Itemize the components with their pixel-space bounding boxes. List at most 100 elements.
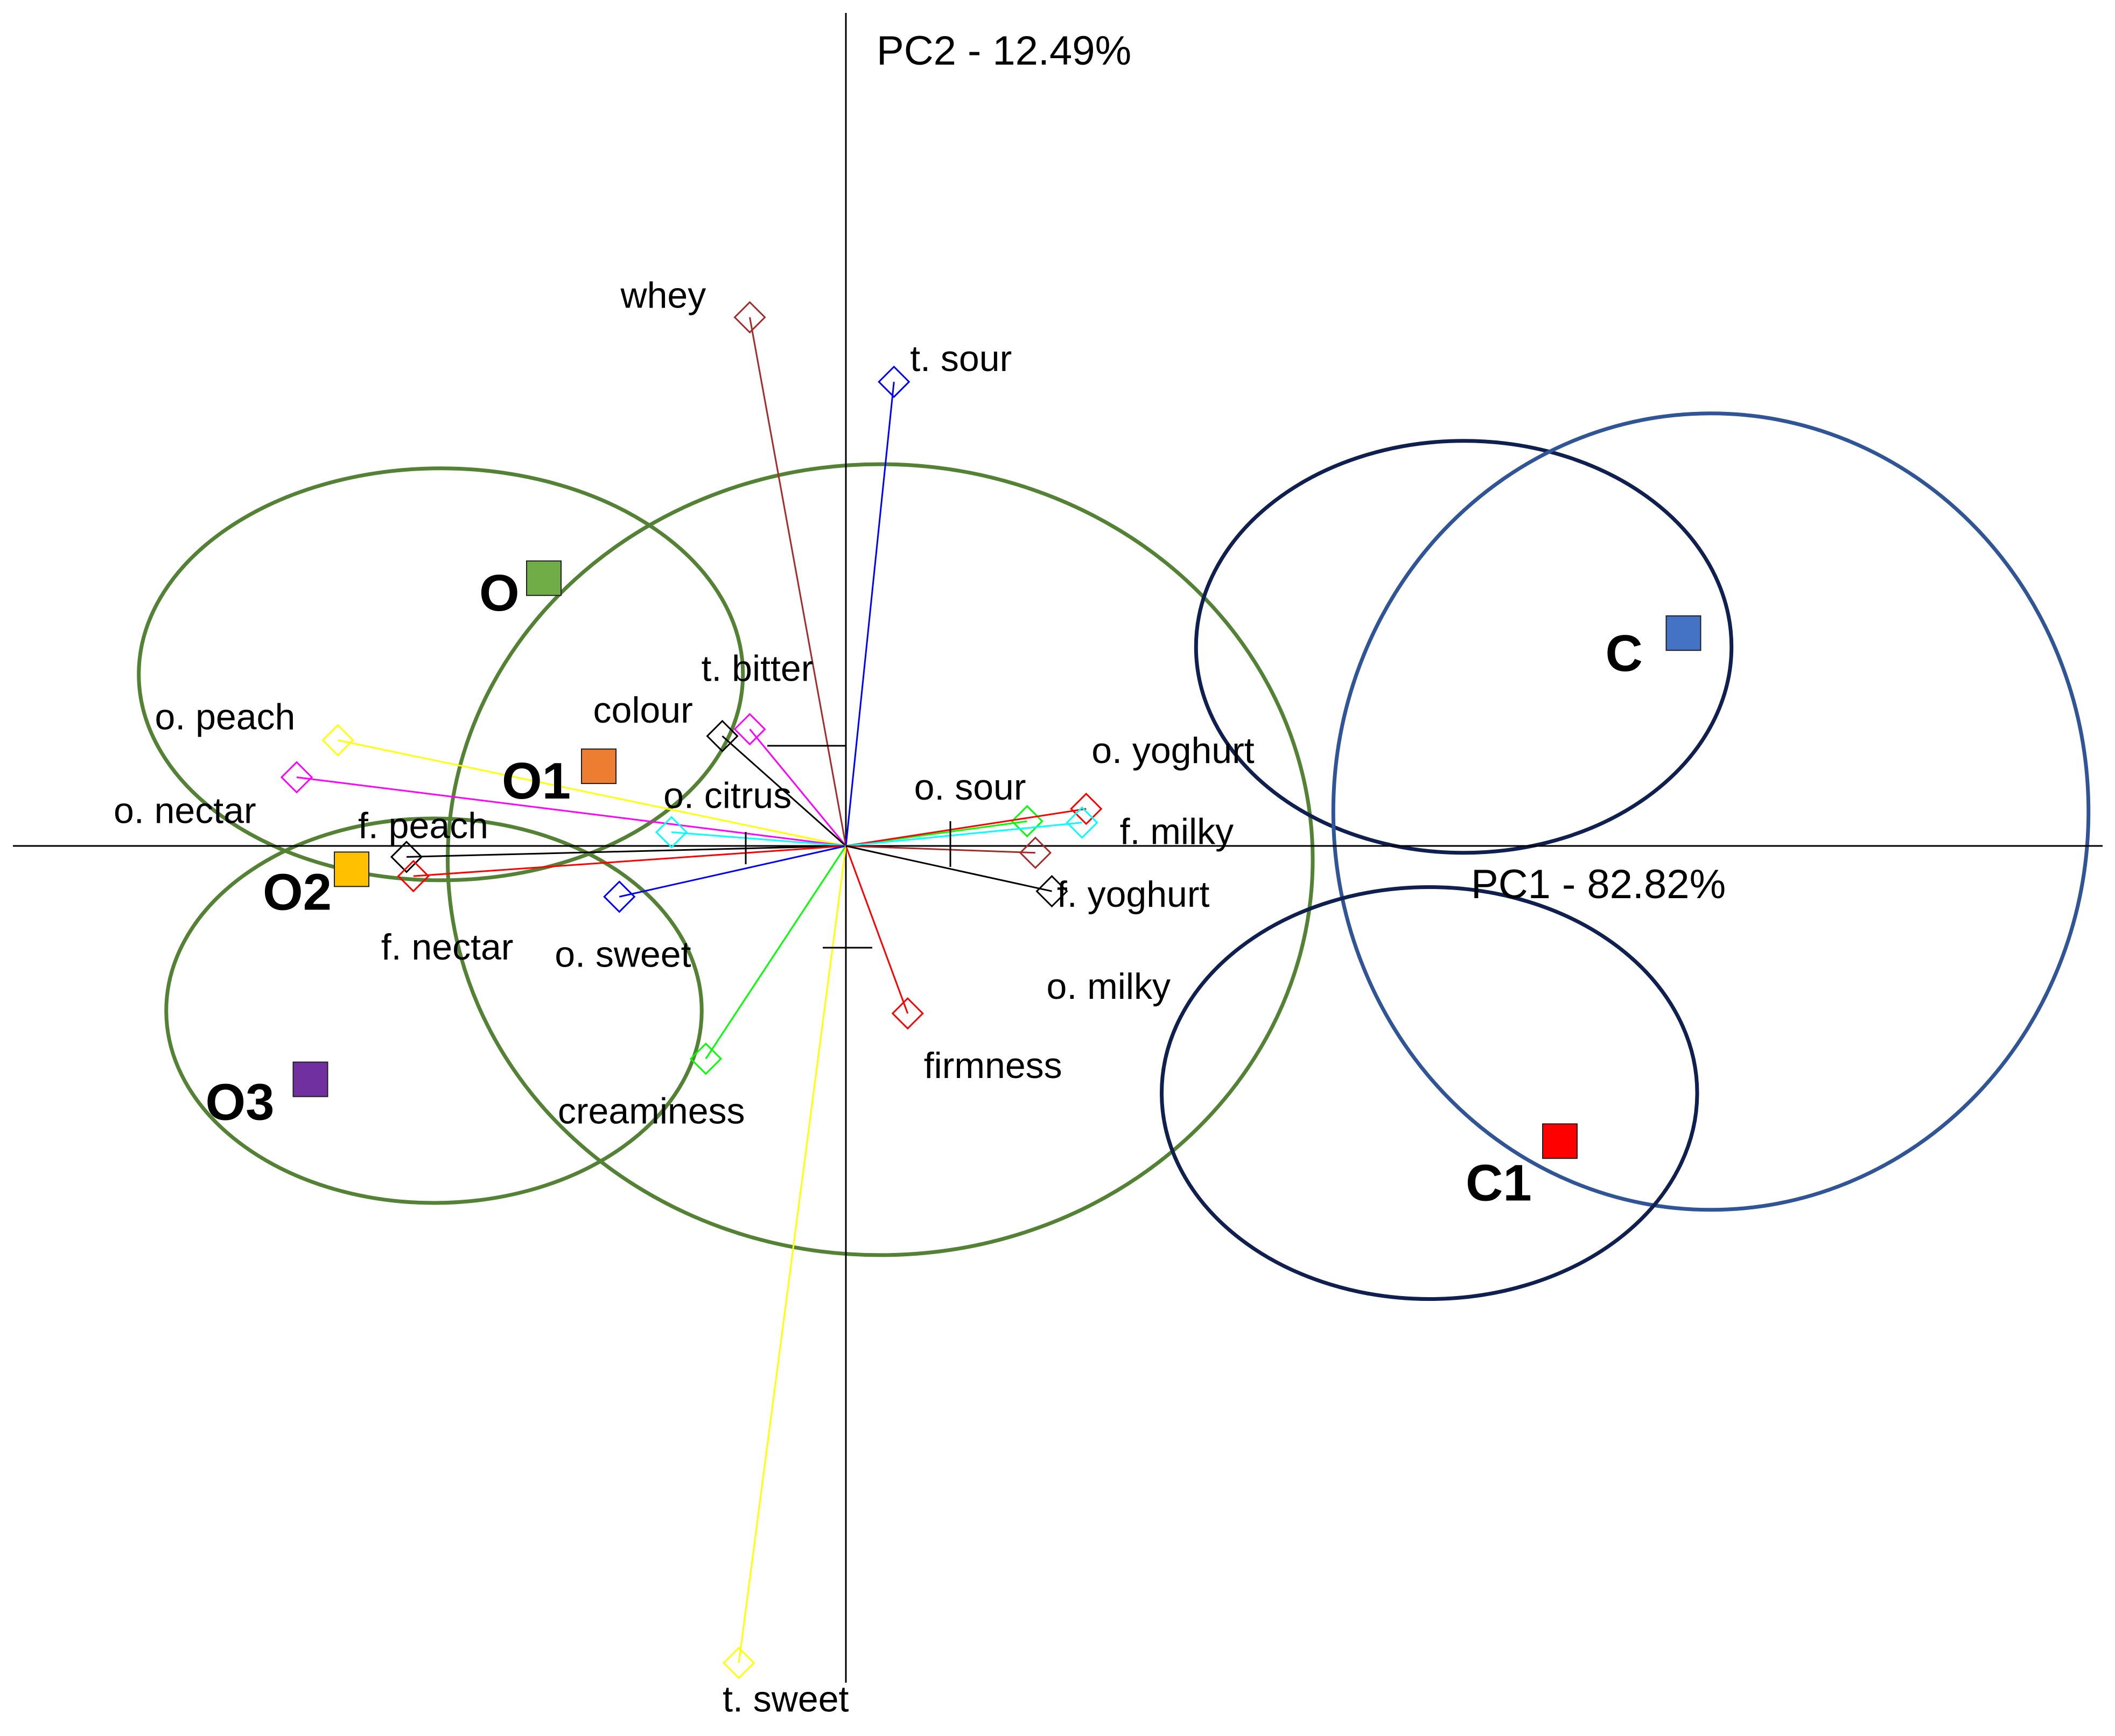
x-axis-title: PC1 - 82.82% — [1471, 862, 1726, 907]
vector-line — [749, 729, 847, 846]
y-axis-title: PC2 - 12.49% — [877, 28, 1131, 74]
sample-marker — [526, 560, 562, 596]
sample-c1: C1 — [1466, 1123, 1578, 1212]
sample-label: O — [479, 564, 520, 622]
variable-vector-firmness: firmness — [845, 845, 1062, 1086]
vector-line — [845, 822, 1082, 847]
variable-vector-whey: whey — [620, 275, 847, 846]
variable-label: f. yoghurt — [1057, 874, 1210, 915]
variable-vector-o-sour: o. sour — [845, 767, 1044, 847]
variable-vector-o-yoghurt: o. yoghurt — [845, 730, 1255, 847]
vector-marker — [706, 719, 739, 753]
confidence-ellipse — [1194, 439, 1734, 855]
sample-o3: O3 — [206, 1061, 328, 1131]
vector-marker — [390, 841, 423, 873]
variable-label: t. sweet — [723, 1678, 849, 1719]
variable-vector-t-sweet: t. sweet — [722, 845, 849, 1719]
vector-marker — [1070, 793, 1103, 825]
confidence-ellipse — [1331, 411, 2091, 1212]
vector-line — [845, 845, 1035, 854]
vector-line — [845, 845, 1052, 892]
variable-label: o. milky — [1047, 966, 1171, 1007]
vector-marker — [655, 816, 688, 849]
variable-label: creaminess — [558, 1090, 745, 1131]
vector-line — [338, 739, 846, 847]
vector-marker — [878, 365, 911, 398]
vector-line — [749, 317, 847, 846]
vector-marker — [891, 997, 924, 1030]
variable-vector-f-yoghurt: f. yoghurt — [845, 836, 1210, 915]
sample-o: O — [479, 560, 562, 622]
vector-line — [671, 831, 846, 847]
variable-label: o. peach — [155, 697, 296, 738]
vector-line — [845, 808, 1087, 847]
vector-marker — [689, 1042, 723, 1075]
vector-marker — [733, 713, 766, 746]
vector-marker — [1035, 875, 1068, 908]
vector-marker — [733, 301, 766, 334]
variable-vector-creaminess: creaminess — [558, 845, 847, 1131]
vector-marker — [603, 880, 636, 913]
vector-line — [738, 845, 847, 1663]
vector-marker — [397, 859, 430, 893]
vector-line — [619, 845, 846, 898]
vector-line — [413, 845, 846, 877]
variable-label: f. peach — [358, 805, 488, 846]
variable-vector-f-nectar: f. nectar — [381, 845, 846, 968]
vector-marker — [1066, 806, 1098, 839]
vector-line — [845, 845, 909, 1014]
sample-o1: O1 — [502, 748, 617, 810]
confidence-ellipse — [137, 466, 745, 883]
variable-label: firmness — [924, 1045, 1062, 1086]
vector-marker — [321, 724, 354, 757]
sample-marker — [292, 1061, 328, 1097]
sample-o2: O2 — [263, 851, 369, 921]
variable-vector-t-sour: t. sour — [845, 338, 1012, 846]
variable-label: o. sweet — [555, 934, 691, 975]
sample-marker — [1542, 1123, 1578, 1159]
variable-label: t. bitter — [702, 648, 814, 689]
vector-marker — [1019, 836, 1052, 869]
confidence-ellipse — [1160, 885, 1699, 1301]
variable-label: o. sour — [914, 767, 1026, 808]
vector-line — [406, 845, 846, 858]
variable-label: f. milky — [1120, 811, 1234, 852]
variable-label: o. yoghurt — [1091, 730, 1255, 771]
confidence-ellipse — [164, 816, 704, 1205]
variable-vector-f-peach: f. peach — [358, 805, 846, 873]
variable-vector-o-citrus: o. citrus — [655, 775, 846, 849]
variable-vector-o-nectar: o. nectar — [114, 761, 846, 847]
variable-label: f. nectar — [381, 927, 514, 968]
variable-vector-o-milky: o. milky — [845, 845, 1171, 1007]
sample-label: O2 — [263, 863, 332, 921]
vector-line — [722, 735, 846, 847]
variable-label: t. sour — [910, 338, 1012, 379]
sample-label: O1 — [502, 752, 571, 810]
sample-label: O3 — [206, 1074, 275, 1131]
variable-label: o. nectar — [114, 790, 256, 831]
variable-label: colour — [593, 690, 693, 731]
vector-line — [296, 776, 846, 847]
variable-label: o. citrus — [663, 775, 792, 816]
sample-label: C — [1606, 625, 1643, 682]
vector-marker — [722, 1647, 755, 1679]
sample-label: C1 — [1466, 1154, 1532, 1212]
variable-vector-o-sweet: o. sweet — [555, 845, 846, 975]
vector-line — [845, 381, 895, 846]
sample-marker — [334, 851, 369, 887]
variable-vector-colour: colour — [593, 690, 846, 847]
confidence-ellipses — [137, 411, 2091, 1301]
axes — [13, 13, 2103, 1683]
variable-label: whey — [620, 275, 706, 316]
sample-marker — [1665, 615, 1701, 651]
variable-vector-o-peach: o. peach — [155, 697, 846, 847]
sample-c: C — [1606, 615, 1701, 682]
sample-marker — [581, 748, 617, 785]
confidence-ellipse — [446, 462, 1315, 1257]
variable-vector-t-bitter: t. bitter — [702, 648, 847, 846]
vector-line — [705, 845, 847, 1060]
variable-vector-f-milky: f. milky — [845, 806, 1234, 852]
